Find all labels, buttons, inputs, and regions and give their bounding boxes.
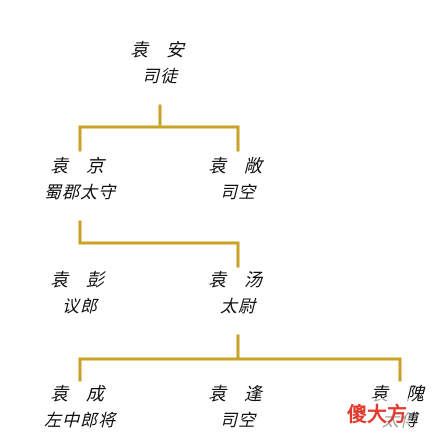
person-title: 太尉 bbox=[219, 296, 256, 317]
person-name: 袁 京 bbox=[50, 156, 110, 177]
person-title: 蜀郡太守 bbox=[44, 182, 116, 203]
person-name: 袁 安 bbox=[130, 40, 190, 61]
person-yuan-feng: 袁 逢 司空 bbox=[208, 384, 268, 432]
person-title: 左中郎将 bbox=[44, 410, 116, 431]
person-title: 议郎 bbox=[61, 296, 98, 317]
person-yuan-jing: 袁 京 蜀郡太守 bbox=[44, 156, 116, 204]
person-title: 司空 bbox=[219, 410, 256, 431]
person-yuan-tang: 袁 汤 太尉 bbox=[208, 270, 268, 318]
person-name: 袁 成 bbox=[50, 384, 110, 405]
person-yuan-an: 袁 安 司徒 bbox=[130, 40, 190, 88]
person-title: 司空 bbox=[219, 182, 256, 203]
person-name: 袁 敞 bbox=[208, 156, 268, 177]
person-name: 袁 逢 bbox=[208, 384, 268, 405]
person-yuan-cheng: 袁 成 左中郎将 bbox=[44, 384, 116, 432]
person-yuan-chang: 袁 敞 司空 bbox=[208, 156, 268, 204]
person-name: 袁 汤 bbox=[208, 270, 268, 291]
person-yuan-peng: 袁 彭 议郎 bbox=[50, 270, 110, 318]
person-name: 袁 彭 bbox=[50, 270, 110, 291]
watermark-text: 傻大方 bbox=[345, 398, 409, 427]
person-title: 司徒 bbox=[141, 66, 178, 87]
